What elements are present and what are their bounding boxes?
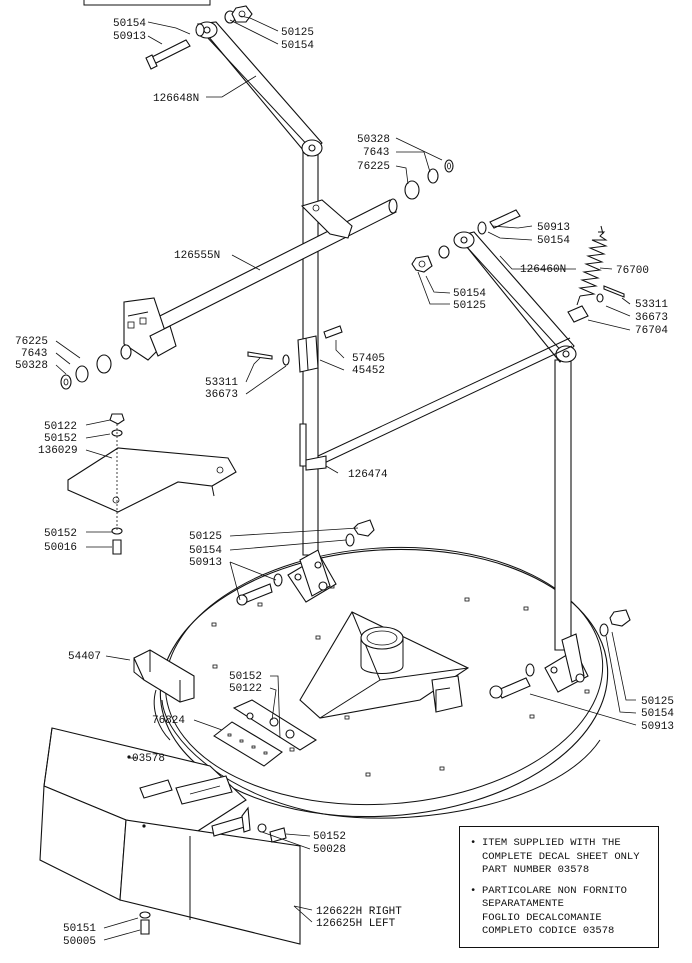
supplied-with-decal-marks (127, 755, 146, 828)
clevis (247, 325, 343, 373)
part-label: 50154 (537, 235, 570, 247)
part-label: 50152 (44, 433, 77, 445)
part-label: 76225 (357, 161, 390, 173)
part-label: 50328 (357, 134, 390, 146)
part-label: 50328 (15, 360, 48, 372)
part-label: 136029 (38, 445, 78, 457)
part-label: 50005 (63, 936, 96, 948)
part-label: 53311 (205, 377, 238, 389)
plate-76824 (213, 699, 318, 767)
part-label: 126625H LEFT (316, 918, 396, 930)
note-line: COMPLETE DECAL SHEET ONLY (482, 850, 640, 863)
note-line: PARTICOLARE NON FORNITO (482, 884, 627, 897)
part-label: 126622H RIGHT (316, 906, 402, 918)
part-label: 126460N (520, 264, 566, 276)
note-line: ITEM SUPPLIED WITH THE (482, 837, 621, 849)
part-label: 50913 (189, 557, 222, 569)
note-line: PART NUMBER 03578 (482, 864, 590, 876)
front-hardware (236, 519, 631, 699)
part-label: 76704 (635, 325, 668, 337)
part-label: 7643 (21, 348, 47, 360)
note-bullet: • (470, 884, 477, 897)
part-label: 36673 (205, 389, 238, 401)
part-label: 54407 (68, 651, 101, 663)
part-label: 50016 (44, 542, 77, 554)
part-label: 76225 (15, 336, 48, 348)
note-line: FOGLIO DECALCOMANIE (482, 911, 602, 924)
part-label: 50152 (313, 831, 346, 843)
top-lift-arm (145, 5, 323, 157)
cross-shaft (60, 159, 454, 390)
connecting-rod (299, 337, 573, 471)
part-label: 50028 (313, 844, 346, 856)
part-label: 7643 (363, 147, 389, 159)
part-label: 50154 (189, 545, 222, 557)
part-label: 50913 (537, 222, 570, 234)
part-label: 50122 (44, 421, 77, 433)
part-label: 50154 (281, 40, 314, 52)
part-label: 53311 (635, 299, 668, 311)
decal-note-box: • ITEM SUPPLIED WITH THE COMPLETE DECAL … (459, 826, 659, 948)
center-housing (299, 611, 470, 719)
part-label: 50125 (189, 531, 222, 543)
part-label: 50122 (229, 683, 262, 695)
part-label: 50152 (44, 528, 77, 540)
part-label: 76824 (152, 715, 185, 727)
part-label: 50125 (453, 300, 486, 312)
part-label: 50913 (641, 721, 674, 733)
note-bullet: • (470, 837, 477, 849)
part-label: 50154 (113, 18, 146, 30)
part-label: 03578 (132, 753, 165, 765)
note-italian: • PARTICOLARE NON FORNITO SEPARATAMENTE … (470, 885, 650, 939)
part-label: 126555N (174, 250, 220, 262)
note-line: COMPLETO CODICE 03578 (482, 925, 615, 937)
part-label: 50154 (453, 288, 486, 300)
bracket-136029 (67, 413, 237, 555)
part-label: 50154 (641, 708, 674, 720)
rear-lift-bracket (544, 633, 589, 693)
part-label: 126648N (153, 93, 199, 105)
leader-lines (55, 15, 637, 941)
rear-lift-arm (411, 209, 577, 363)
part-label: 57405 (352, 353, 385, 365)
bracket-54407 (133, 649, 195, 741)
part-labels: 50154 50913 50125 50154 126648N 50328 76… (15, 18, 674, 948)
spring (567, 225, 625, 323)
part-label: 50151 (63, 923, 96, 935)
front-lift-bracket (287, 549, 337, 603)
part-label: 50125 (641, 696, 674, 708)
part-label: 50913 (113, 31, 146, 43)
part-label: 126474 (348, 469, 388, 481)
note-english: • ITEM SUPPLIED WITH THE COMPLETE DECAL … (470, 837, 650, 878)
top-frame (83, 0, 211, 6)
part-label: 50152 (229, 671, 262, 683)
part-label: 36673 (635, 312, 668, 324)
discharge-chute (39, 727, 301, 945)
part-label: 45452 (352, 365, 385, 377)
part-label: 50125 (281, 27, 314, 39)
part-label: 76700 (616, 265, 649, 277)
note-line: SEPARATAMENTE (482, 898, 564, 910)
